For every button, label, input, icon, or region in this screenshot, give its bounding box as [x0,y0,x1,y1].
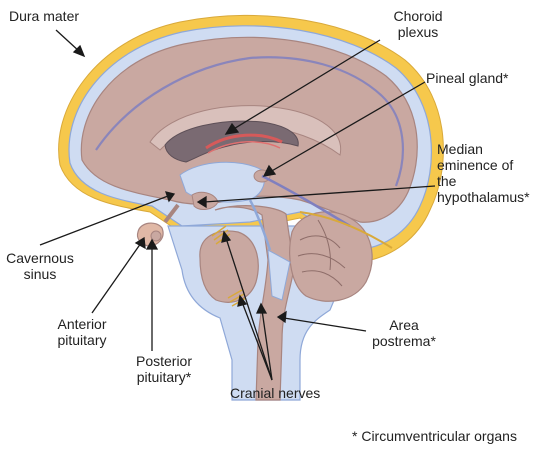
pons [199,230,259,303]
label-area-postrema-line-1: Area [389,317,419,333]
label-median-eminence-line-4: hypothalamus* [437,189,530,205]
posterior-pituitary-lobe [150,230,162,242]
label-median-eminence-line-1: Median [437,141,483,157]
label-anterior-pituitary-line-1: Anterior [57,316,107,332]
tentorium [299,211,393,249]
label-cavernous-sinus-line-2: sinus [23,266,57,282]
label-anterior-pituitary: Anterior pituitary [48,316,116,348]
label-choroid-plexus-line-2: plexus [397,24,439,40]
label-choroid-plexus: Choroid plexus [385,8,451,40]
choroid-plexus-tissue-inner [207,141,281,154]
pituitary-stalk [163,203,180,224]
label-choroid-plexus-line-1: Choroid [393,8,443,24]
label-posterior-pituitary-line-2: pituitary* [136,369,192,385]
leader-choroid-plexus [231,39,381,131]
leader-cranial-nerves-3 [261,309,273,381]
label-pineal-gland: Pineal gland* [426,70,509,86]
straight-sinus [261,174,351,228]
choroid-plexus-tissue [205,133,283,150]
leader-median-eminence [203,185,436,203]
leader-lines [39,29,436,381]
leader-cranial-nerves-2 [241,301,273,381]
cerebellum-folia [297,219,346,287]
fourth-ventricle [267,249,291,301]
label-area-postrema-line-2: postrema* [372,333,436,349]
label-dura-mater: Dura mater [9,8,80,24]
footnote-circumventricular-organs: * Circumventricular organs [352,428,517,444]
label-area-postrema: Area postrema* [368,317,440,349]
label-median-eminence-line-2: eminence of [437,157,514,173]
label-cavernous-sinus-line-1: Cavernous [6,250,74,266]
leader-pineal-gland [269,81,426,173]
label-anterior-pituitary-line-2: pituitary [57,332,107,348]
leader-anterior-pituitary [91,242,142,314]
venous-sinus [95,56,404,187]
label-median-eminence: Median eminence of the hypothalamus* [437,141,530,205]
label-posterior-pituitary: Posterior pituitary* [128,353,200,385]
label-median-eminence-line-3: the [437,173,457,189]
cerebellum [289,211,373,302]
label-posterior-pituitary-line-1: Posterior [135,353,193,369]
label-cavernous-sinus: Cavernous sinus [4,250,76,282]
leader-cranial-nerves-1 [225,237,273,381]
lateral-ventricle [164,120,299,163]
label-cranial-nerves: Cranial nerves [230,385,321,401]
leader-dura-mater [55,29,81,53]
cerebral-aqueduct [248,199,272,251]
leader-area-postrema [283,317,367,332]
leader-cavernous-sinus [39,195,169,246]
